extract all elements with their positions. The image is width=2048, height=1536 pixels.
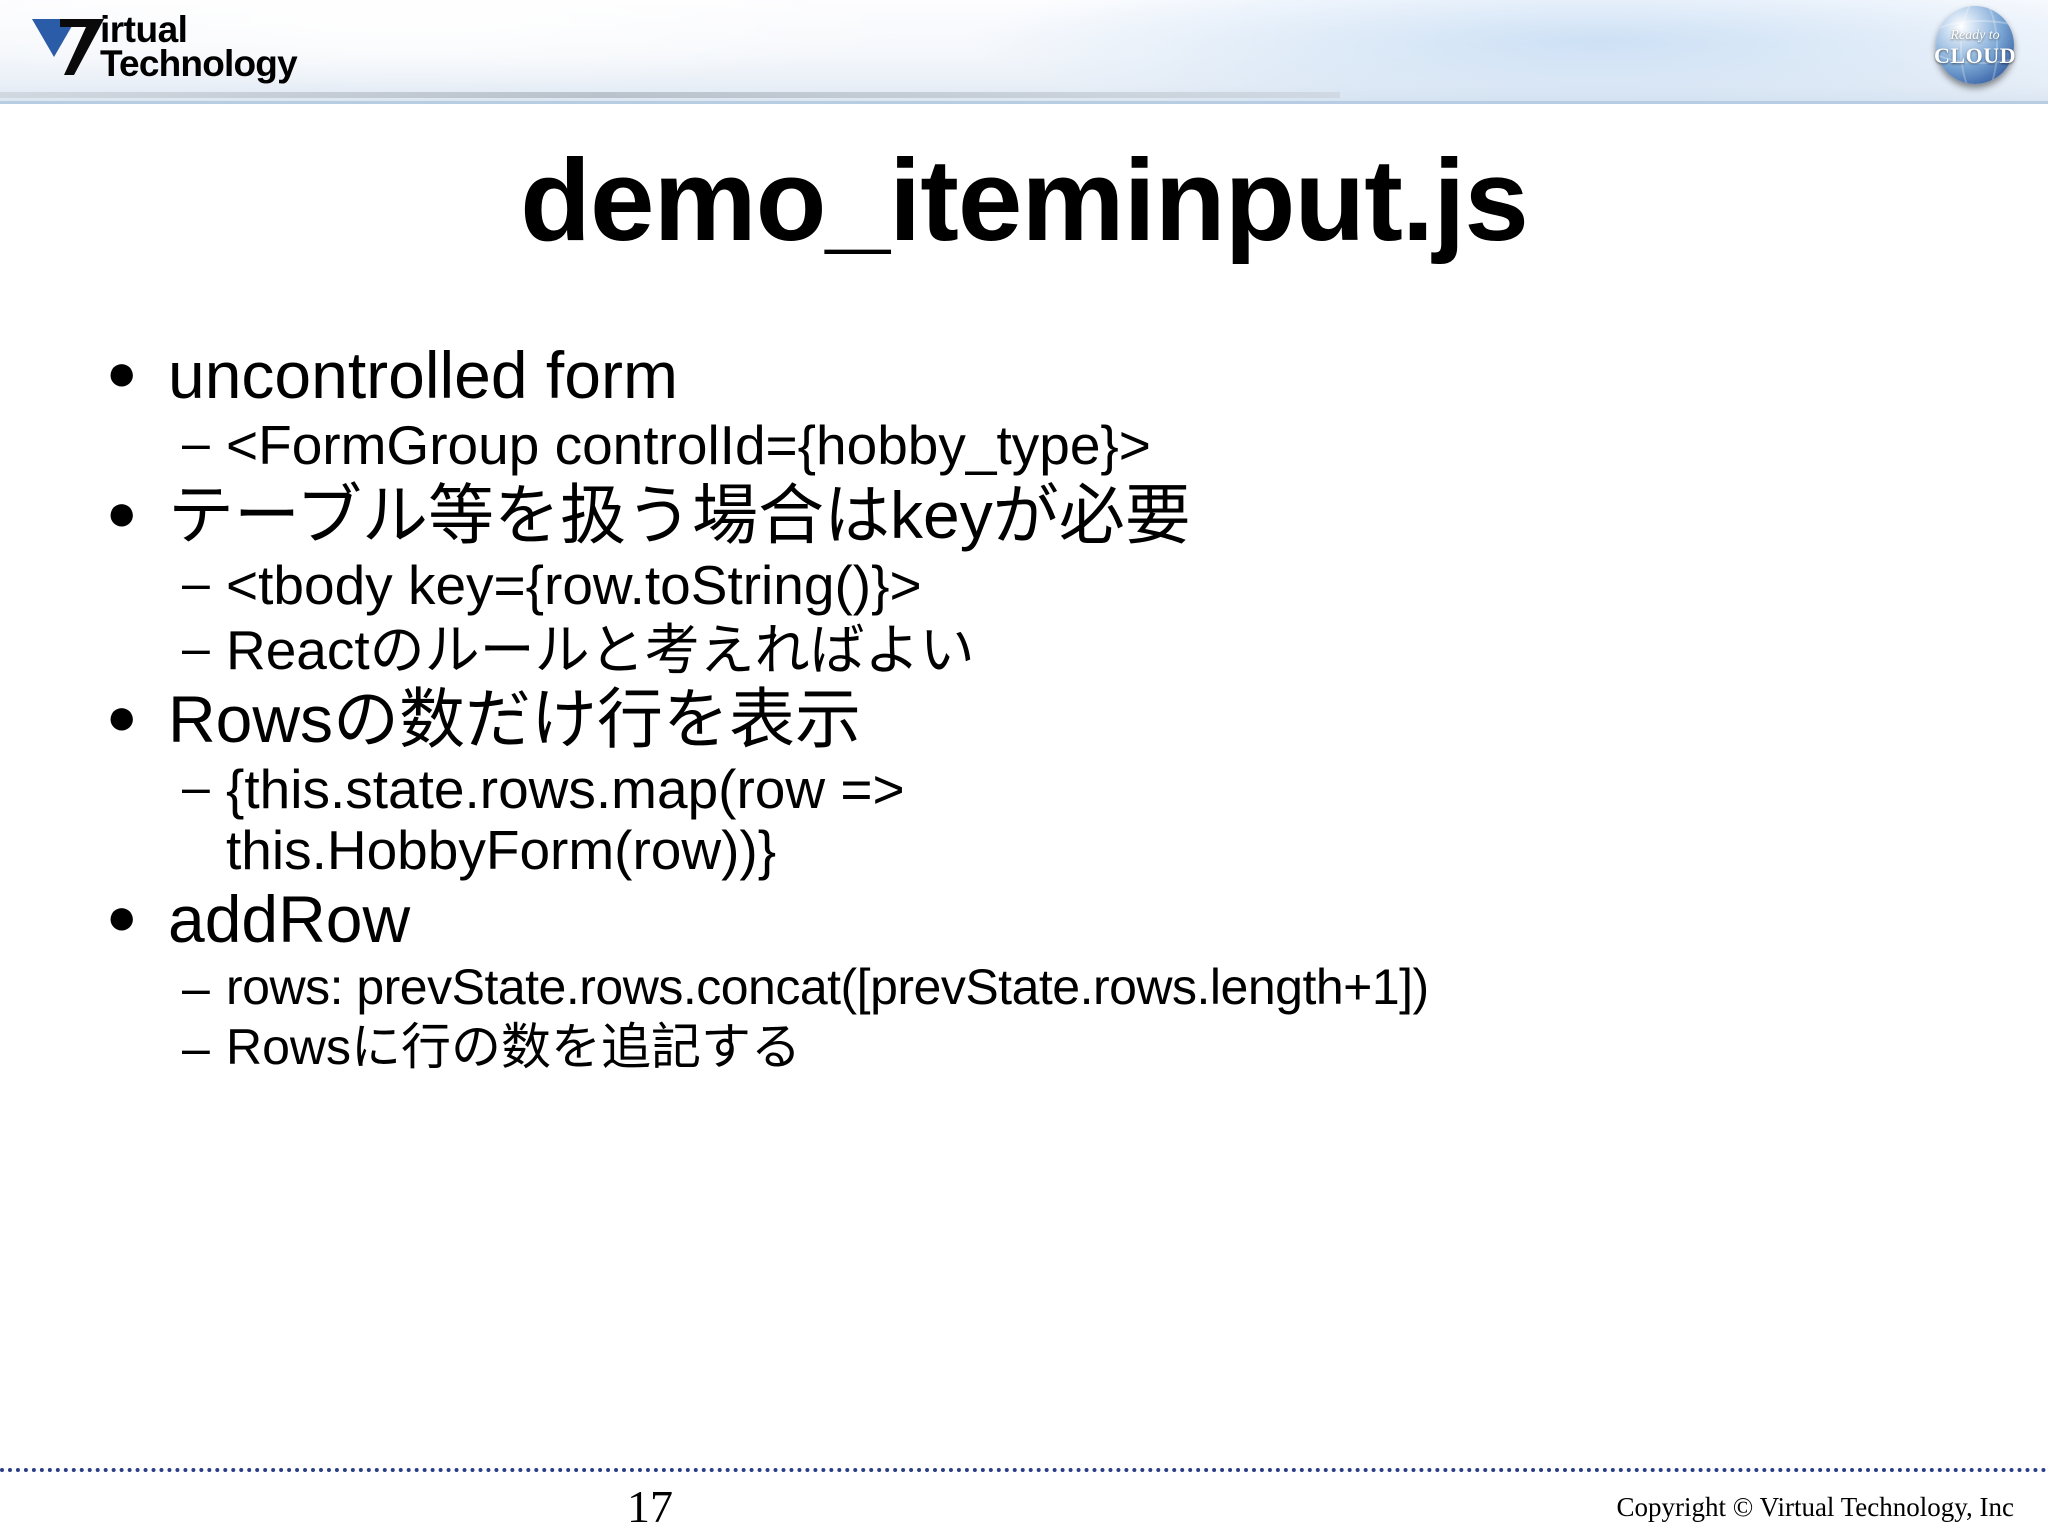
bullet-text: Reactのルールと考えればよい	[226, 618, 975, 681]
logo-line-1: irtual	[100, 8, 188, 50]
bullet-text: <tbody key={row.toString()}>	[226, 554, 922, 617]
slide-title: demo_iteminput.js	[520, 135, 1529, 265]
dash-marker-icon: –	[182, 619, 210, 676]
bullet-marker-icon: ●	[106, 344, 138, 402]
logo-line-2: Technology	[100, 43, 298, 84]
virtual-technology-logo: irtual Technology	[30, 8, 298, 84]
slide-header: irtual Technology Ready to CLOUD	[0, 0, 2048, 104]
bullet-text: Rowsに行の数を追記する	[226, 1018, 802, 1075]
bullet-level1: ● addRow	[96, 882, 1996, 957]
bullet-level2: – Rowsに行の数を追記する	[96, 1018, 1996, 1076]
bullet-text: uncontrolled form	[168, 338, 678, 412]
slide-body: ● uncontrolled form – <FormGroup control…	[96, 338, 1996, 1080]
logo-wordmark: irtual Technology	[100, 8, 298, 84]
bullet-level1: ● uncontrolled form	[96, 338, 1996, 412]
bullet-text: Rowsの数だけ行を表示	[168, 682, 862, 757]
footer-divider	[0, 1468, 2048, 1472]
bullet-level2: – {this.state.rows.map(row => this.Hobby…	[96, 759, 1996, 880]
ready-to-cloud-badge: Ready to CLOUD	[1930, 4, 2020, 96]
bullet-level2: – Reactのルールと考えればよい	[96, 620, 1996, 681]
dash-marker-icon: –	[182, 759, 210, 816]
bullet-text: <FormGroup controlId={hobby_type}>	[226, 414, 1151, 477]
bullet-level2: – <FormGroup controlId={hobby_type}>	[96, 415, 1996, 476]
bullet-level2: – rows: prevState.rows.concat([prevState…	[96, 958, 1996, 1016]
bullet-level1: ● テーブル等を扱う場合はkeyが必要	[96, 477, 1996, 552]
v-chevron-logo-icon	[30, 15, 110, 79]
dash-marker-icon: –	[182, 959, 210, 1016]
bullet-marker-icon: ●	[106, 888, 138, 947]
dash-marker-icon: –	[182, 415, 210, 472]
bullet-level1: ● Rowsの数だけ行を表示	[96, 682, 1996, 757]
bullet-level2: – <tbody key={row.toString()}>	[96, 555, 1996, 616]
header-underline	[0, 92, 1340, 98]
bullet-text: テーブル等を扱う場合はkeyが必要	[168, 477, 1191, 552]
header-sheen	[0, 0, 2048, 104]
page-number: 17	[627, 1481, 673, 1532]
badge-line-1: Ready to	[1950, 28, 2000, 43]
dash-marker-icon: –	[182, 1019, 210, 1076]
bullet-marker-icon: ●	[106, 483, 138, 542]
dash-marker-icon: –	[182, 555, 210, 612]
badge-line-2: CLOUD	[1934, 43, 2016, 68]
copyright-notice: Copyright © Virtual Technology, Inc	[1616, 1492, 2014, 1522]
globe-sphere-icon	[1936, 6, 2014, 84]
bullet-marker-icon: ●	[106, 688, 138, 747]
bullet-text: rows: prevState.rows.concat([prevState.r…	[226, 958, 1429, 1015]
bullet-text: {this.state.rows.map(row => this.HobbyFo…	[226, 758, 905, 881]
bullet-text: addRow	[168, 882, 411, 957]
